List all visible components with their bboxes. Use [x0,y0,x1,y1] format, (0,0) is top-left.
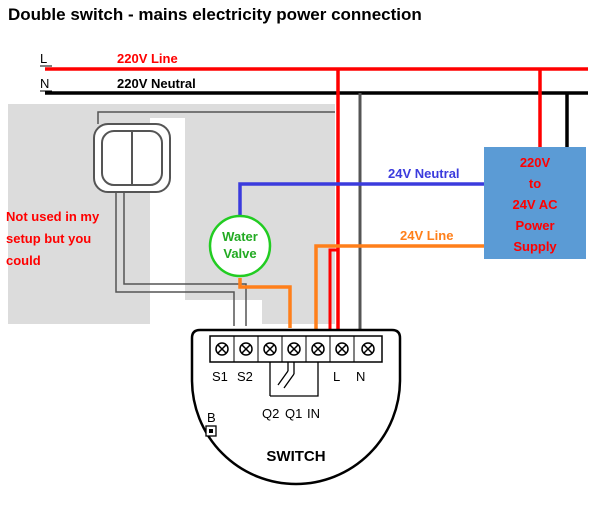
terminal-block [209,335,383,363]
neutral-wire-24v [238,182,484,218]
line-wire-label: 220V Line [117,51,178,66]
supply-label-4: Power [515,218,554,233]
relay-schematic [269,362,319,397]
terminal-screw-6-icon [335,342,349,356]
terminal-screw-5-icon [311,342,325,356]
power-supply-box [484,147,586,259]
terminal-screw-2-icon [239,342,253,356]
terminal-screw-4-icon [287,342,301,356]
valve-to-q1-wire [238,278,292,328]
wall-switch-wire-s2 [123,192,247,326]
terminal-screw-7-icon [361,342,375,356]
line-to-in-jumper [328,248,338,346]
button-b-dot-icon [209,429,213,433]
terminal-s1-label: S1 [212,369,228,384]
terminal-l-label: L [333,369,340,384]
note-line-2: setup but you [6,231,91,246]
input-in-label: IN [307,406,320,421]
valve-label-2: Valve [223,246,256,261]
supply-label-5: Supply [513,239,557,254]
valve-label-1: Water [222,229,258,244]
supply-label-1: 220V [520,155,551,170]
supply-label-3: 24V AC [512,197,558,212]
neutral-tag: N [40,76,49,91]
button-b-label: B [207,410,216,425]
switch-module-label: SWITCH [266,448,325,465]
wall-switch-supply-wire [97,111,335,124]
supply-label-2: to [529,176,541,191]
wall-switch-wire-s1 [115,192,235,326]
neutral-24v-label: 24V Neutral [388,166,460,181]
output-q2-label: Q2 [262,406,279,421]
terminal-screws [215,336,375,362]
line-tag: L [40,51,47,66]
output-q1-label: Q1 [285,406,302,421]
terminal-s2-label: S2 [237,369,253,384]
terminal-screw-1-icon [215,342,229,356]
terminal-screw-3-icon [263,342,277,356]
water-valve [208,214,272,278]
note-line-3: could [6,253,41,268]
switch-module-body [190,328,402,486]
line-24v-label: 24V Line [400,228,453,243]
diagram-title: Double switch - mains electricity power … [8,5,422,24]
neutral-wire-label: 220V Neutral [117,76,196,91]
line-wire-24v [314,244,484,346]
note-line-1: Not used in my [6,209,100,224]
terminal-n-label: N [356,369,365,384]
